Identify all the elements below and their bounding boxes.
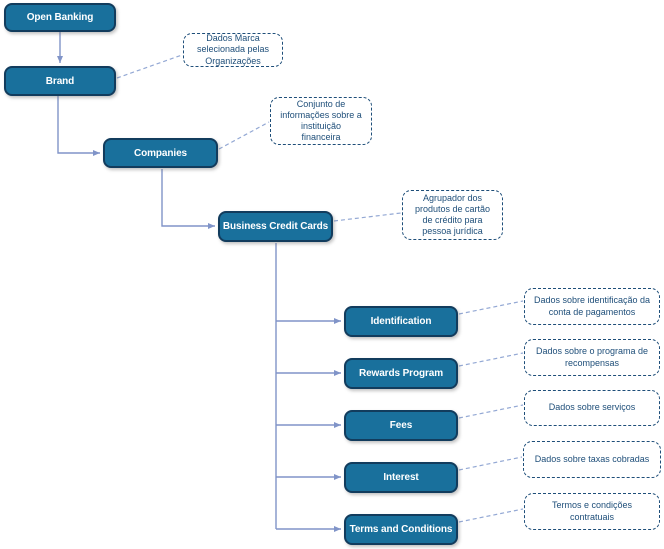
node-terms-and-conditions-label: Terms and Conditions bbox=[349, 524, 453, 535]
annotation-identification: Dados sobre identificação da conta de pa… bbox=[524, 288, 660, 325]
note-link-brand bbox=[116, 54, 183, 79]
annotation-terms-and-conditions: Termos e condições contratuais bbox=[524, 493, 660, 530]
annotation-interest: Dados sobre taxas cobradas bbox=[523, 441, 661, 478]
note-link-companies bbox=[218, 121, 270, 150]
node-interest-label: Interest bbox=[383, 472, 419, 483]
node-fees-label: Fees bbox=[389, 420, 413, 431]
note-link-identification bbox=[458, 300, 524, 315]
note-link-fees bbox=[458, 404, 524, 419]
edge-brand-companies bbox=[57, 96, 100, 156]
node-identification-label: Identification bbox=[370, 316, 432, 327]
annotation-rewards-program: Dados sobre o programa de recompensas bbox=[524, 339, 660, 376]
node-open-banking-label: Open Banking bbox=[26, 12, 94, 23]
node-rewards-program-label: Rewards Program bbox=[358, 368, 444, 379]
node-terms-and-conditions[interactable]: Terms and Conditions bbox=[344, 514, 458, 545]
node-companies[interactable]: Companies bbox=[103, 138, 218, 168]
node-fees[interactable]: Fees bbox=[344, 410, 458, 441]
annotation-companies: Conjunto de informações sobre a institui… bbox=[270, 97, 372, 145]
note-link-terms-and-conditions bbox=[458, 508, 524, 523]
node-brand[interactable]: Brand bbox=[4, 66, 116, 96]
edge-companies-business-credit-cards bbox=[161, 169, 215, 229]
node-rewards-program[interactable]: Rewards Program bbox=[344, 358, 458, 389]
node-business-credit-cards-label: Business Credit Cards bbox=[222, 221, 329, 232]
annotation-business-credit-cards: Agrupador dos produtos de cartão de créd… bbox=[402, 190, 503, 240]
note-link-interest bbox=[458, 456, 523, 471]
node-open-banking[interactable]: Open Banking bbox=[4, 3, 116, 32]
node-interest[interactable]: Interest bbox=[344, 462, 458, 493]
annotation-brand: Dados Marca selecionada pelas Organizaçõ… bbox=[183, 33, 283, 67]
note-link-rewards-program bbox=[458, 352, 524, 367]
node-brand-label: Brand bbox=[45, 75, 75, 87]
note-link-business-credit-cards bbox=[333, 212, 402, 222]
node-companies-label: Companies bbox=[133, 147, 187, 159]
annotation-fees: Dados sobre serviços bbox=[524, 390, 660, 426]
node-identification[interactable]: Identification bbox=[344, 306, 458, 337]
node-business-credit-cards[interactable]: Business Credit Cards bbox=[218, 211, 333, 242]
